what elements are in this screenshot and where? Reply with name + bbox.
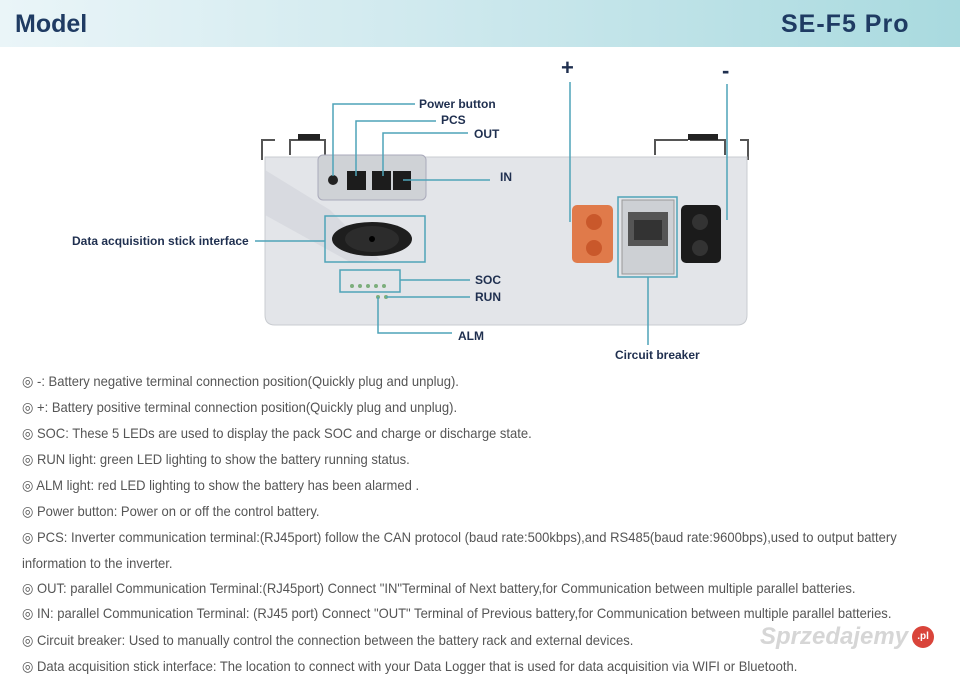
- soc-led: [350, 284, 354, 288]
- power-button-icon: [328, 175, 338, 185]
- power-button-leader: [332, 103, 415, 176]
- data-stick-port-center: [369, 236, 375, 242]
- description-line: information to the inverter.: [22, 555, 173, 571]
- power-button-label: Power button: [419, 97, 496, 111]
- soc-highlight-box: [339, 269, 401, 293]
- description-line: ◎ IN: parallel Communication Terminal: (…: [22, 605, 892, 621]
- description-line: ◎ ALM light: red LED lighting to show th…: [22, 477, 420, 493]
- model-name: SE-F5 Pro: [781, 10, 910, 38]
- positive-terminal-socket: [586, 240, 602, 256]
- data-stick-label: Data acquisition stick interface: [72, 234, 249, 248]
- description-line: ◎ Power button: Power on or off the cont…: [22, 503, 320, 519]
- description-line: ◎ RUN light: green LED lighting to show …: [22, 451, 410, 467]
- negative-terminal-socket: [692, 214, 708, 230]
- soc-led: [358, 284, 362, 288]
- description-line: ◎ SOC: These 5 LEDs are used to display …: [22, 425, 532, 441]
- alm-leader: [377, 297, 452, 334]
- description-line: ◎ OUT: parallel Communication Terminal:(…: [22, 580, 856, 596]
- header-banner: Model SE-F5 Pro: [0, 0, 960, 47]
- pcs-label: PCS: [441, 113, 466, 127]
- positive-terminal-socket: [586, 214, 602, 230]
- watermark-logo: Sprzedajemy: [760, 623, 909, 650]
- right-handle: [654, 134, 749, 160]
- soc-leds: [350, 284, 386, 288]
- out-leader: [382, 132, 468, 176]
- positive-terminal: [572, 205, 613, 263]
- soc-led: [374, 284, 378, 288]
- soc-label: SOC: [475, 273, 502, 287]
- description-line: ◎ PCS: Inverter communication terminal:(…: [22, 529, 897, 545]
- in-port: [393, 171, 411, 190]
- watermark-badge: .pl: [912, 626, 935, 648]
- soc-led: [366, 284, 370, 288]
- out-port: [372, 171, 391, 190]
- description-line: ◎ Circuit breaker: Used to manually cont…: [22, 632, 634, 648]
- run-label: RUN: [475, 290, 501, 304]
- description-line: ◎ -: Battery negative terminal connectio…: [22, 373, 459, 389]
- negative-terminal: [681, 205, 721, 263]
- description-line: ◎ +: Battery positive terminal connectio…: [22, 399, 458, 415]
- left-handle: [261, 134, 326, 160]
- circuit-breaker-switch: [634, 220, 662, 240]
- page-title: Model: [15, 10, 88, 38]
- leader-lines: [255, 82, 728, 345]
- pcs-port: [347, 171, 366, 190]
- data-stick-highlight-box: [324, 215, 426, 263]
- soc-led: [382, 284, 386, 288]
- out-label: OUT: [474, 127, 500, 141]
- negative-label: -: [722, 58, 730, 83]
- alm-label: ALM: [458, 329, 484, 343]
- battery-diagram: [255, 82, 749, 345]
- circuit-breaker-label: Circuit breaker: [615, 348, 700, 362]
- pcs-leader: [355, 120, 436, 176]
- negative-terminal-socket: [692, 240, 708, 256]
- in-label: IN: [500, 170, 512, 184]
- positive-label: +: [561, 55, 574, 80]
- description-line: ◎ Data acquisition stick interface: The …: [22, 658, 798, 674]
